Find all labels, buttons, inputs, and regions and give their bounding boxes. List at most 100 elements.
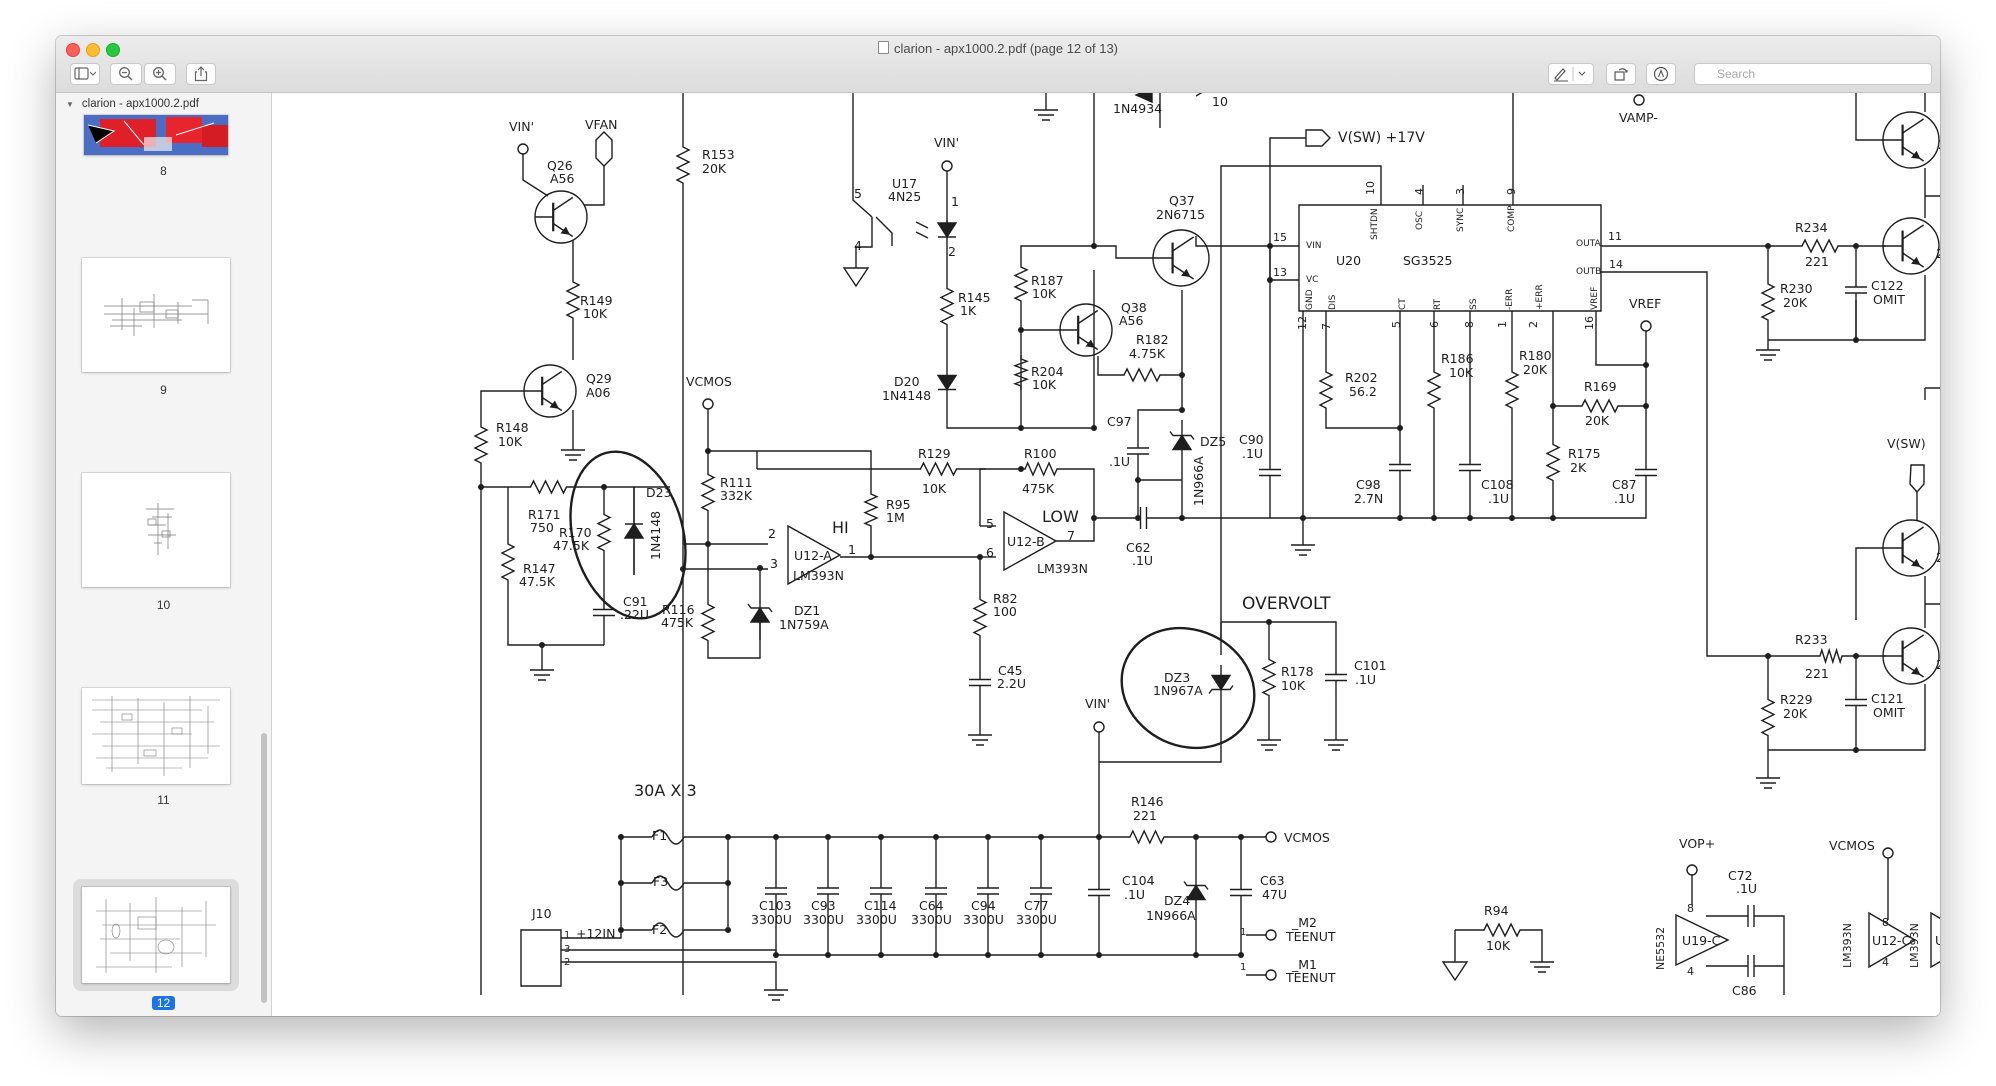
annotate-button[interactable] [1646, 63, 1676, 85]
resistor [1480, 922, 1524, 938]
sidebar-scrollbar[interactable] [261, 733, 267, 1003]
resistor [596, 505, 612, 560]
capacitor [817, 880, 839, 902]
label-r175v: 2K [1570, 460, 1587, 475]
junction-dot [1238, 952, 1244, 958]
wire [561, 961, 777, 990]
resistor [1794, 238, 1846, 254]
junction-dot [1193, 952, 1199, 958]
junction-dot [1018, 425, 1024, 431]
junction-dot [1853, 653, 1859, 659]
junction-dot [1091, 425, 1097, 431]
highlight-circle [1120, 626, 1256, 750]
wire [561, 949, 777, 955]
wire [708, 450, 872, 490]
zoom-out-icon [119, 67, 133, 81]
page-label-12: 12 [56, 996, 271, 1010]
resistor [1816, 647, 1846, 665]
preview-window: clarion - apx1000.2.pdf (page 12 of 13) … [56, 36, 1940, 1016]
terminal [1633, 94, 1645, 106]
markup-toolbar-button[interactable] [1548, 63, 1594, 85]
document-icon [877, 41, 889, 54]
wire [1195, 236, 1261, 247]
zoom-window-button[interactable] [106, 43, 120, 57]
label-p_gnd: GND [1305, 289, 1315, 310]
junction-dot [1179, 515, 1185, 521]
label-r153: R153 [702, 147, 735, 162]
page-thumbnail-8[interactable] [84, 115, 228, 155]
label-d10: 10 [1212, 94, 1228, 109]
zoom-in-button[interactable] [144, 63, 176, 85]
label-vfan: VFAN [585, 117, 618, 132]
sidebar-toggle-button[interactable] [70, 63, 100, 85]
label-sg: SG3525 [1403, 253, 1452, 268]
ground-symbol [1756, 777, 1780, 789]
diode [936, 374, 958, 391]
label-r187: R187 [1031, 273, 1064, 288]
transistor-arrow [1085, 339, 1096, 348]
page-thumbnail-10[interactable] [82, 473, 230, 587]
junction-dot [1018, 466, 1024, 472]
page-thumbnail-12[interactable] [82, 887, 230, 983]
wire [1325, 420, 1400, 429]
capacitor [1845, 690, 1867, 715]
label-p_ct: CT [1398, 298, 1408, 310]
resistor [700, 465, 716, 520]
page-label-9: 9 [160, 383, 167, 397]
label-n1: 1 [848, 542, 856, 557]
sidebar-document-header[interactable]: ▼clarion - apx1000.2.pdf [66, 98, 199, 110]
label-n11: 11 [1608, 230, 1622, 243]
label-v3300: 3300U [803, 912, 844, 927]
wire [1269, 137, 1306, 280]
label-v3300: 3300U [911, 912, 952, 927]
label-n15: 15 [1273, 231, 1287, 244]
close-window-button[interactable] [66, 43, 80, 57]
label-q44t: 2N6715 [1938, 137, 1940, 152]
search-input[interactable] [1694, 63, 1932, 85]
wire [1056, 518, 1095, 542]
label-n1: 1 [951, 194, 959, 209]
label-j10: J10 [531, 906, 552, 921]
schematic-labels: VIN'VFANQ26A56R14910KQ29A06R14810KR17175… [496, 94, 1940, 998]
junction-dot [618, 927, 624, 933]
minimize-window-button[interactable] [86, 43, 100, 57]
resistor [565, 270, 581, 330]
junction-dot [1765, 653, 1771, 659]
junction-dot [1300, 515, 1306, 521]
label-q38t: A56 [1119, 313, 1144, 328]
resistor [1126, 829, 1168, 845]
label-n4: 4 [1413, 188, 1426, 195]
label-r170: R170 [559, 525, 592, 540]
label-q29: Q29 [586, 371, 612, 386]
op-amp [1675, 913, 1730, 967]
wire [1766, 915, 1785, 995]
wire [584, 166, 605, 206]
label-ne5532: NE5532 [1654, 927, 1667, 970]
label-n4: 4 [1687, 965, 1694, 978]
rotate-button[interactable] [1606, 63, 1636, 85]
wire [1099, 700, 1222, 763]
junction-dot [985, 834, 991, 840]
ground-symbol [764, 989, 788, 1001]
label-r149: R149 [580, 293, 613, 308]
ground-symbol [1756, 349, 1780, 361]
terminal [1265, 831, 1277, 843]
label-p_outb: OUTB [1576, 267, 1601, 277]
transistor-arrow [1911, 558, 1921, 568]
capacitor [870, 880, 892, 902]
zoom-out-button[interactable] [110, 63, 142, 85]
junction-dot [1853, 243, 1859, 249]
terminal [1265, 969, 1277, 981]
label-c91v: .22U [620, 607, 649, 622]
transistor-lead [1902, 224, 1924, 268]
share-button[interactable] [186, 63, 216, 85]
fuse [651, 829, 685, 845]
page-thumbnail-11[interactable] [82, 688, 230, 784]
highlight-circle [569, 450, 687, 620]
label-r82v: 100 [993, 604, 1017, 619]
junction-dot [933, 952, 939, 958]
page-thumbnail-9[interactable] [82, 258, 230, 372]
capacitor [1736, 905, 1766, 927]
opto-light [915, 221, 929, 239]
